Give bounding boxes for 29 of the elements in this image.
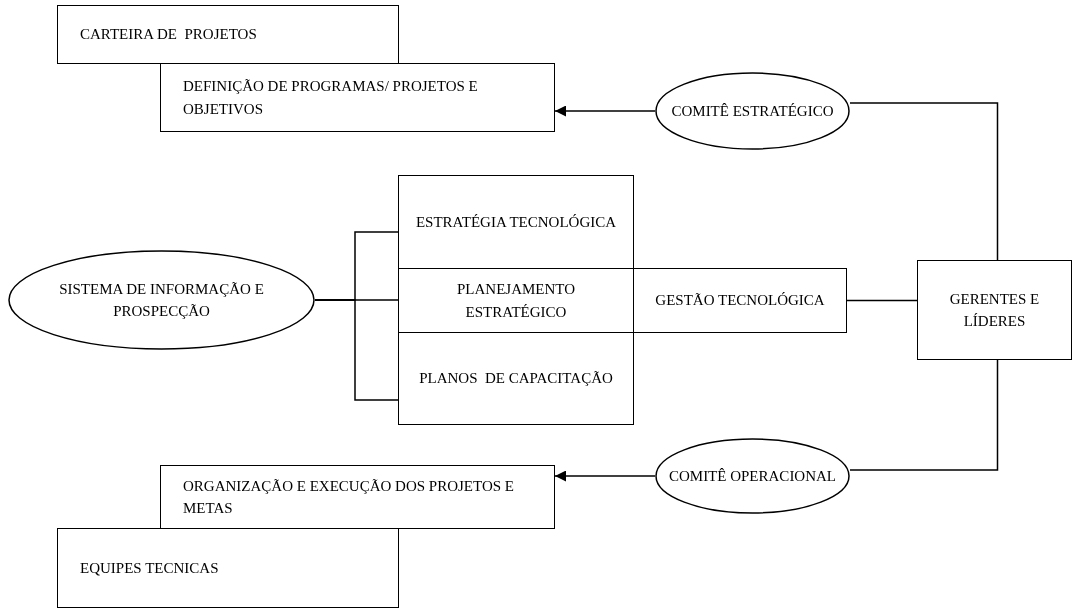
process-box — [57, 5, 399, 64]
node-label: ESTRATÉGIA TECNOLÓGICA — [415, 212, 617, 232]
process-box — [917, 260, 1072, 360]
connector-line — [849, 359, 999, 471]
node-label: SISTEMA DE INFORMAÇÃO E PROSPECÇÃO — [58, 279, 265, 321]
node-label: COMITÊ OPERACIONAL — [668, 466, 837, 486]
node-label: GESTÃO TECNOLÓGICA — [655, 291, 825, 311]
process-box — [160, 63, 555, 132]
process-box — [633, 268, 847, 333]
ellipse-node — [655, 72, 850, 150]
connector-line — [849, 102, 999, 261]
node-label: GERENTES E LÍDERES — [948, 289, 1041, 331]
node-label: COMITÊ ESTRATÉGICO — [671, 101, 834, 121]
process-box — [398, 332, 634, 425]
ellipse-node — [655, 438, 850, 514]
node-label: CARTEIRA DE PROJETOS — [80, 25, 257, 45]
process-box — [160, 465, 555, 529]
node-label: PLANOS DE CAPACITAÇÃO — [419, 369, 613, 389]
connector-line — [846, 299, 918, 302]
node-label: DEFINIÇÃO DE PROGRAMAS/ PROJETOS E OBJETIVOS — [183, 77, 479, 119]
node-label: EQUIPES TECNICAS — [80, 558, 219, 578]
connector-line — [314, 299, 399, 401]
process-box — [398, 175, 634, 269]
arrow — [554, 470, 656, 482]
arrow — [554, 105, 656, 117]
node-label: PLANEJAMENTO ESTRATÉGICO — [455, 280, 577, 322]
process-box — [57, 528, 399, 608]
ellipse-node — [8, 250, 315, 350]
node-label: ORGANIZAÇÃO E EXECUÇÃO DOS PROJETOS E METAS — [183, 476, 515, 518]
